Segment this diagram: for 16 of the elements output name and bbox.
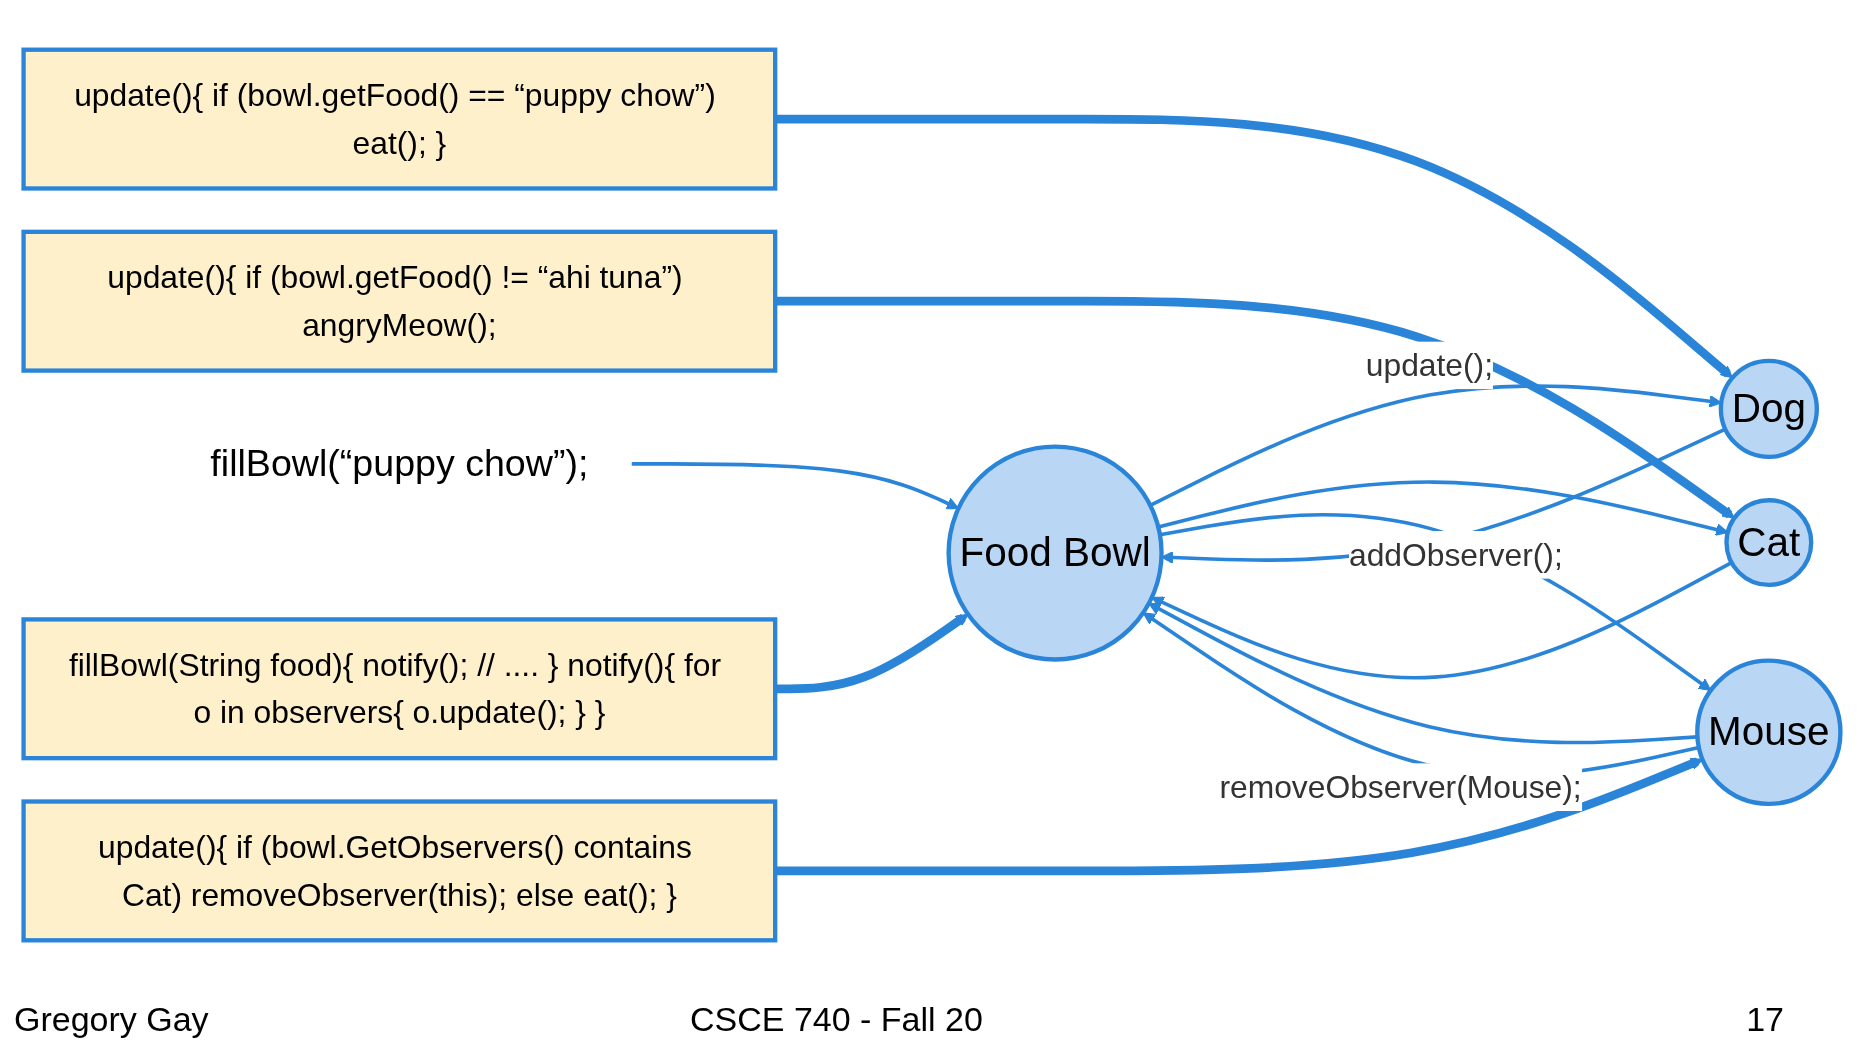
node-circle: Food Bowl (946, 444, 1164, 662)
node-circle: Mouse (1695, 658, 1843, 806)
edge-label: addObserver(); (1348, 536, 1563, 573)
node-box: update(){ if (bowl.getFood() != “ahi tuna”) angryMeow(); (21, 229, 778, 373)
node-text: fillBowl(“puppy chow”); (210, 441, 589, 485)
node-box: update(){ if (bowl.GetObservers() contains Cat) removeObserver(this); else eat(); } (21, 799, 778, 943)
arrow (631, 462, 960, 510)
edge-label: removeObserver(Mouse); (1219, 769, 1582, 806)
node-circle: Dog (1718, 358, 1819, 460)
edge-label: update(); (1365, 347, 1494, 384)
node-box: update(){ if (bowl.getFood() == “puppy chow”) eat(); } (21, 47, 778, 191)
footer-text: CSCE 740 - Fall 20 (690, 1000, 983, 1039)
node-box: fillBowl(String food){ notify(); // .... } notify(){ for o in observers{ o.update(); } } (21, 617, 778, 761)
footer-text: Gregory Gay (14, 1000, 209, 1039)
node-circle: Cat (1724, 498, 1814, 588)
footer-text: 17 (1746, 1000, 1784, 1039)
